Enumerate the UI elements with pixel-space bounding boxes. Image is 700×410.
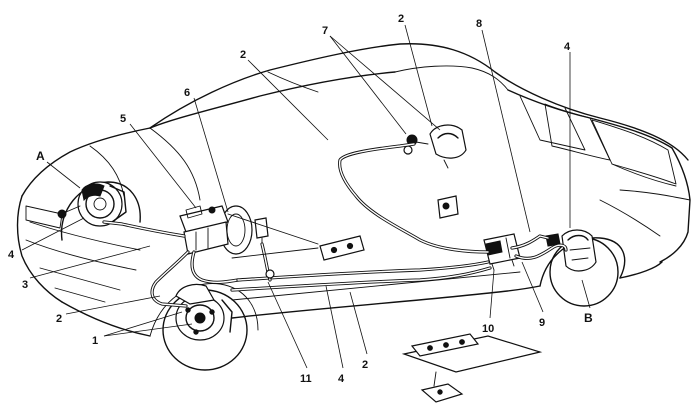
callout-11: 11	[300, 373, 312, 385]
callout-8: 8	[476, 18, 482, 30]
callout-4-bottom: 4	[338, 373, 345, 385]
callout-2-rear: 2	[398, 13, 404, 25]
underbody-bracket-exploded	[401, 333, 543, 403]
callout-6: 6	[184, 87, 190, 99]
callout-9: 9	[539, 317, 545, 329]
front-right-brake-assembly	[175, 283, 233, 341]
callout-4-rear: 4	[564, 41, 571, 53]
callout-A: A	[36, 149, 45, 163]
callout-4-left: 4	[8, 249, 15, 261]
rear-pressure-unit	[483, 233, 521, 271]
line-clip-bracket	[437, 195, 459, 219]
callout-B: B	[584, 311, 593, 325]
callout-10: 10	[482, 323, 494, 335]
callout-1: 1	[92, 335, 98, 347]
master-cylinder-booster	[179, 205, 269, 255]
callout-7: 7	[322, 25, 328, 37]
leader-lines	[21, 24, 591, 369]
callout-2-upper: 2	[240, 49, 246, 61]
callout-labels: A 4 3 2 1 5 6 2 7 2 8 4 B 9 10 2 4 11	[8, 13, 593, 385]
callout-5: 5	[120, 113, 126, 125]
tee-connector	[319, 235, 365, 261]
callout-2-front: 2	[56, 313, 62, 325]
brake-lines	[102, 142, 568, 308]
callout-3: 3	[22, 279, 28, 291]
rear-left-brake-assembly	[403, 124, 467, 169]
front-left-brake-assembly	[57, 181, 127, 227]
rear-right-brake-assembly	[545, 229, 597, 272]
callout-2-bottom: 2	[362, 359, 368, 371]
